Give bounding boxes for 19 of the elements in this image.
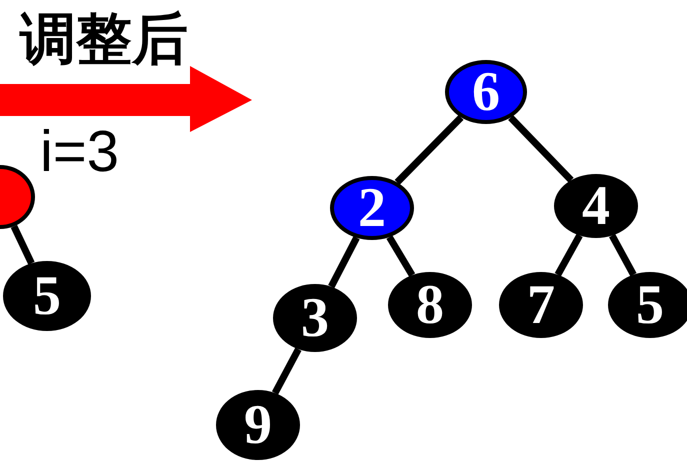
connector-line [328, 236, 360, 288]
connector-line [10, 224, 35, 265]
node-number: 4 [582, 178, 610, 234]
connector-line [386, 235, 416, 277]
node-number: 9 [244, 397, 272, 453]
connector-line [394, 114, 464, 185]
node-number: 5 [33, 268, 61, 324]
step-label: i=3 [40, 120, 120, 184]
node-number: 6 [472, 64, 500, 120]
node-number: 3 [301, 290, 329, 346]
connector-line [272, 348, 302, 395]
connector-line [554, 234, 583, 276]
node-number: 8 [416, 277, 444, 333]
connector-line [609, 234, 637, 276]
connector-line [508, 115, 574, 183]
node-number: 7 [527, 277, 555, 333]
node-number: 2 [358, 180, 386, 236]
heading: 调整后 [20, 6, 188, 74]
node-number: 5 [636, 277, 664, 333]
